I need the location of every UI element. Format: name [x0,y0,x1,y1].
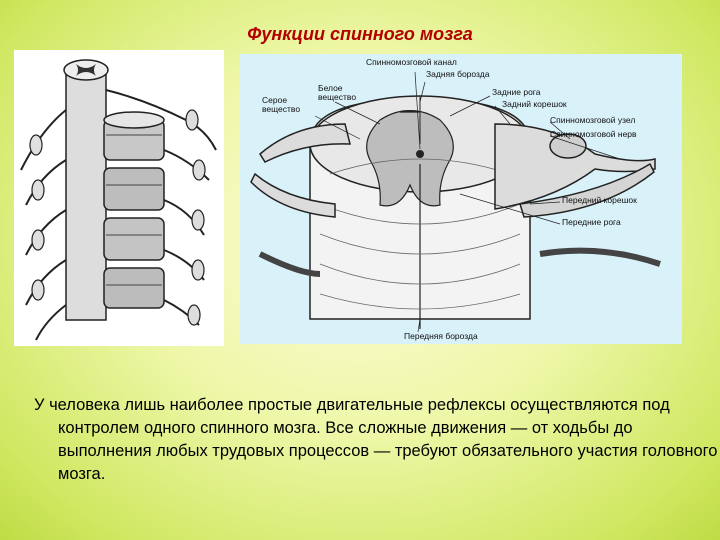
spinal-cord-cross-section-diagram: Спинномозговой канал Задняя борозда Бело… [240,54,682,344]
label-anterior-root: Передний корешок [562,196,637,205]
label-gray-matter: Серое вещество [262,96,300,114]
label-anterior-groove: Передняя борозда [404,332,478,341]
label-posterior-groove: Задняя борозда [426,70,489,79]
label-spinal-ganglion: Спинномозговой узел [550,116,635,125]
label-posterior-horns: Задние рога [492,88,540,97]
label-white-matter: Белое вещество [318,84,356,102]
slide-body-text: У человека лишь наиболее простые двигате… [34,394,718,486]
label-anterior-horns: Передние рога [562,218,621,227]
label-spinal-nerve: Спинномозговой нерв [550,130,637,139]
label-central-canal: Спинномозговой канал [366,58,457,67]
vertebral-column-illustration [14,50,224,346]
slide-title: Функции спинного мозга [0,24,720,45]
label-posterior-root: Задний корешок [502,100,567,109]
